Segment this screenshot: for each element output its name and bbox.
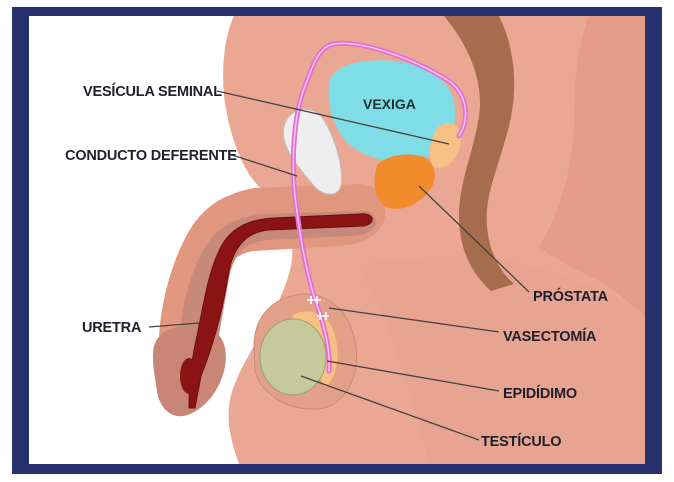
label-vesicula-seminal: VESÍCULA SEMINAL xyxy=(83,83,222,100)
label-conducto-deferente: CONDUCTO DEFERENTE xyxy=(65,148,237,164)
label-uretra: URETRA xyxy=(82,320,142,336)
label-vexiga: VEXIGA xyxy=(363,96,416,112)
urethra-opening xyxy=(180,358,198,394)
anatomy-illustration: VESÍCULA SEMINAL CONDUCTO DEFERENTE URET… xyxy=(29,16,645,464)
label-vasectomia: VASECTOMÍA xyxy=(503,328,597,345)
label-prostata: PRÓSTATA xyxy=(533,287,609,305)
dark-blue-frame: VESÍCULA SEMINAL CONDUCTO DEFERENTE URET… xyxy=(12,7,662,474)
label-epididimo: EPIDÍDIMO xyxy=(503,385,577,402)
testis xyxy=(260,319,326,395)
diagram-panel: VESÍCULA SEMINAL CONDUCTO DEFERENTE URET… xyxy=(29,16,645,464)
label-testiculo: TESTÍCULO xyxy=(481,433,561,450)
